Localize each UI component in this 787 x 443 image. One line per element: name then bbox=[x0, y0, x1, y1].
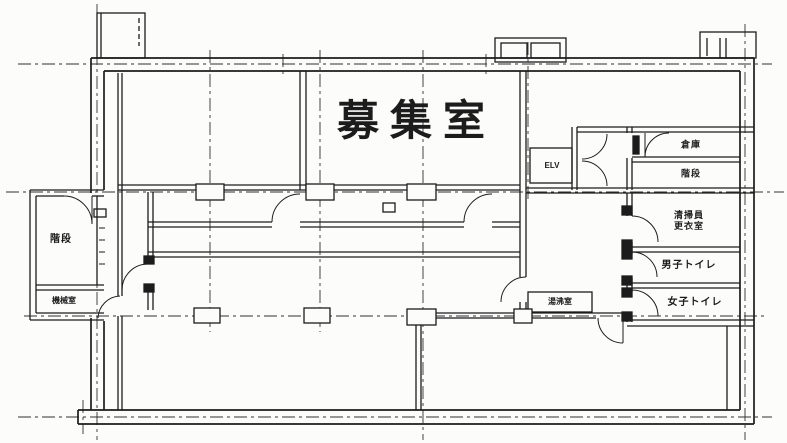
room-label-main-room: 募集室 bbox=[336, 96, 497, 144]
room-label-storage: 倉庫 bbox=[680, 139, 702, 150]
lower-walls bbox=[415, 312, 728, 410]
kitchenette-counter bbox=[500, 276, 593, 324]
room-label-stairs-right: 階段 bbox=[680, 168, 702, 179]
door-arc-icon bbox=[581, 132, 670, 187]
door-arc-icon bbox=[63, 195, 93, 225]
roof-vent-left bbox=[96, 12, 146, 59]
room-label-stairs-left: 階段 bbox=[50, 233, 72, 245]
inner-left-wall bbox=[93, 73, 123, 410]
stairs-block-left bbox=[29, 189, 121, 321]
door-arc-icon bbox=[97, 295, 121, 319]
room-label-elevator: ELV bbox=[544, 161, 560, 170]
room-label-mens-toilet: 男子トイレ bbox=[661, 259, 717, 271]
room-label-cleaner-changing-room: 清掃員 更衣室 bbox=[673, 209, 705, 231]
corridor-walls bbox=[121, 192, 520, 310]
room-label-machine-room: 機械室 bbox=[52, 296, 76, 305]
right-rooms-walls bbox=[621, 193, 754, 327]
door-arc-icon bbox=[597, 317, 624, 344]
roof-vent-center bbox=[494, 37, 567, 63]
pillars bbox=[193, 183, 437, 326]
door-arc-icon bbox=[500, 276, 527, 303]
room-label-womens-toilet: 女子トイレ bbox=[667, 296, 723, 308]
grid-centerlines bbox=[6, 4, 784, 440]
roof-vent-right bbox=[699, 31, 757, 59]
door-arc-icon bbox=[631, 215, 659, 317]
door-arc-icon bbox=[121, 193, 493, 291]
room-label-kitchenette: 湯沸室 bbox=[548, 297, 572, 306]
upper-right-walls bbox=[526, 126, 754, 194]
